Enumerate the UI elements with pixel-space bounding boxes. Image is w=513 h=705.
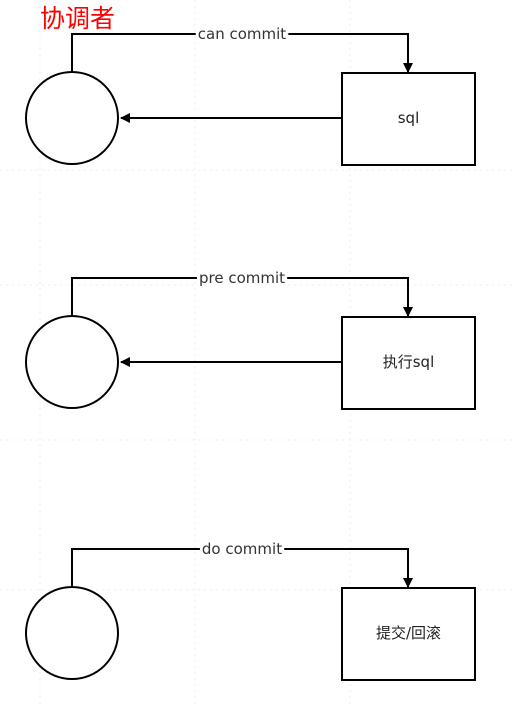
stage-1: can commit sql [25,24,476,166]
edge-label: can commit [198,25,287,43]
participant-box [341,72,476,166]
stage-2: pre commit 执行sql [25,268,476,410]
edge-label-bg [199,539,285,559]
protocol-stages: can commit sql pre commit 执行sql do commit 提交/… [25,24,476,681]
edge-label-bg [196,268,288,288]
stage-3: do commit 提交/回滚 [25,539,476,681]
box-label: sql [398,109,420,127]
coordinator-node [25,586,119,680]
box-label: 提交/回滚 [376,624,441,642]
participant-box [341,316,476,410]
coordinator-node [25,71,119,165]
edge-label-bg [195,24,289,44]
participant-box [341,587,476,681]
edge-label: pre commit [199,269,285,287]
coordinator-node [25,315,119,409]
coordinator-title: 协调者 [40,4,116,33]
box-label: 执行sql [383,353,435,371]
edge-label: do commit [202,540,282,558]
